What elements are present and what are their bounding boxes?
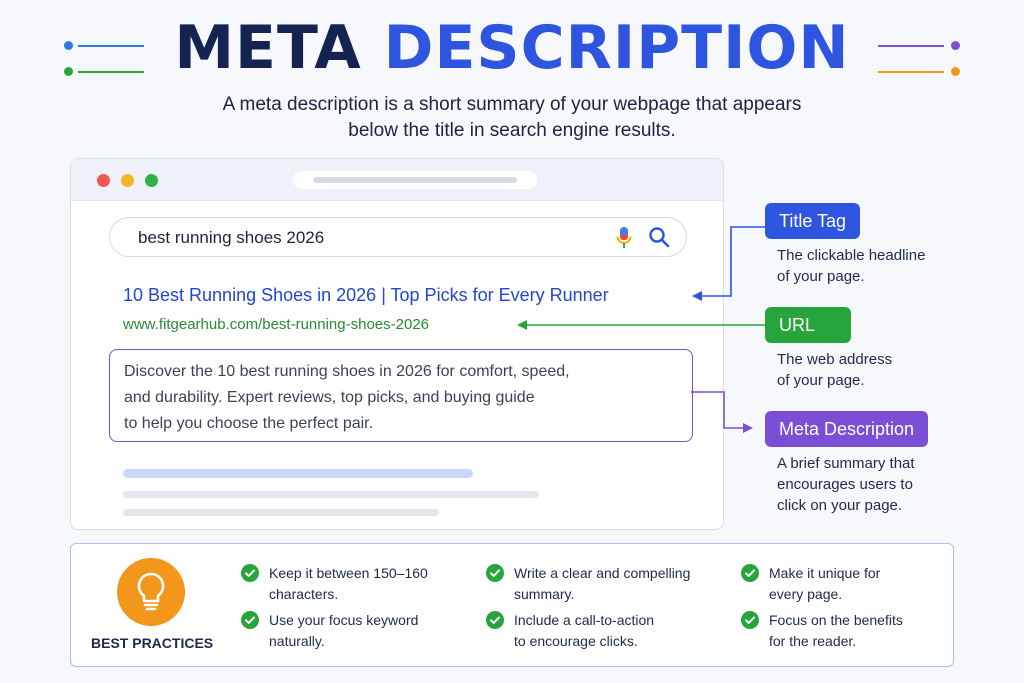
deco-dot-green-left xyxy=(64,67,73,76)
description-line-3: to help you choose the perfect pair. xyxy=(124,415,374,432)
practice-6-line-1: Focus on the benefits xyxy=(769,612,903,628)
title-tag-connector xyxy=(700,226,765,297)
meta-description-connector xyxy=(691,391,745,429)
url-badge: URL xyxy=(765,307,851,343)
check-circle-icon xyxy=(486,564,504,582)
browser-titlebar xyxy=(71,159,723,201)
check-circle-icon xyxy=(741,564,759,582)
meta-desc-line-3: click on your page. xyxy=(777,497,903,514)
placeholder-line-grey-2 xyxy=(123,509,439,516)
search-input[interactable]: best running shoes 2026 xyxy=(109,217,687,257)
page-subtitle: A meta description is a short summary of… xyxy=(150,92,874,144)
practice-2-line-2: summary. xyxy=(514,586,575,602)
title-word-description: DESCRIPTION xyxy=(383,13,850,83)
best-practices-label: BEST PRACTICES xyxy=(91,635,214,651)
title-tag-badge: Title Tag xyxy=(765,203,861,239)
window-minimize-dot[interactable] xyxy=(121,174,134,187)
best-practices-badge xyxy=(117,558,185,626)
check-circle-icon xyxy=(241,611,259,629)
best-practices-panel: BEST PRACTICES Keep it between 150–160 c… xyxy=(70,543,954,667)
window-maximize-dot[interactable] xyxy=(145,174,158,187)
search-query-text: best running shoes 2026 xyxy=(138,228,325,247)
deco-line-blue-left xyxy=(78,45,144,47)
practice-1-line-1: Keep it between 150–160 xyxy=(269,565,428,581)
check-circle-icon xyxy=(486,611,504,629)
url-description: The web address of your page. xyxy=(777,349,892,391)
deco-line-purple-right xyxy=(878,45,944,47)
deco-dot-orange-right xyxy=(951,67,960,76)
search-result-description: Discover the 10 best running shoes in 20… xyxy=(109,349,693,442)
search-result-url[interactable]: www.fitgearhub.com/best-running-shoes-20… xyxy=(123,316,429,333)
practice-2-line-1: Write a clear and compelling xyxy=(514,565,691,581)
microphone-icon[interactable] xyxy=(616,226,632,250)
meta-description-badge: Meta Description xyxy=(765,411,929,447)
meta-description-description: A brief summary that encourages users to… xyxy=(777,453,915,516)
title-tag-arrowhead xyxy=(692,291,702,301)
deco-line-orange-right xyxy=(878,71,944,73)
subtitle-line-2: below the title in search engine results… xyxy=(348,120,676,141)
placeholder-line-grey-1 xyxy=(123,491,539,498)
check-circle-icon xyxy=(241,564,259,582)
practice-4-line-1: Use your focus keyword xyxy=(269,612,419,628)
search-icon[interactable] xyxy=(648,226,670,248)
placeholder-line-blue xyxy=(123,469,473,478)
description-line-1: Discover the 10 best running shoes in 20… xyxy=(124,363,570,380)
practice-6-line-2: for the reader. xyxy=(769,633,857,649)
practice-5-line-1: Include a call-to-action xyxy=(514,612,655,628)
check-circle-icon xyxy=(741,611,759,629)
practice-3-line-2: every page. xyxy=(769,586,843,602)
browser-window: best running shoes 2026 10 Best Running … xyxy=(70,158,724,530)
deco-dot-blue-left xyxy=(64,41,73,50)
meta-desc-line-2: encourages users to xyxy=(777,476,913,493)
title-tag-description: The clickable headline of your page. xyxy=(777,245,925,287)
description-line-2: and durability. Expert reviews, top pick… xyxy=(124,389,535,406)
window-close-dot[interactable] xyxy=(97,174,110,187)
practice-1-line-2: characters. xyxy=(269,586,339,602)
address-bar[interactable] xyxy=(293,171,537,189)
practice-3-line-1: Make it unique for xyxy=(769,565,881,581)
url-arrowhead xyxy=(517,320,527,330)
meta-desc-line-1: A brief summary that xyxy=(777,455,915,472)
subtitle-line-1: A meta description is a short summary of… xyxy=(222,94,802,115)
title-tag-desc-line-1: The clickable headline xyxy=(777,247,926,264)
lightbulb-icon xyxy=(137,572,165,611)
deco-line-green-left xyxy=(78,71,144,73)
search-result-title[interactable]: 10 Best Running Shoes in 2026 | Top Pick… xyxy=(123,285,609,305)
meta-description-arrowhead xyxy=(743,423,753,433)
page-title: META DESCRIPTION xyxy=(0,12,1024,84)
title-word-meta: META xyxy=(174,13,362,83)
deco-dot-purple-right xyxy=(951,41,960,50)
url-desc-line-1: The web address xyxy=(777,351,893,368)
title-tag-desc-line-2: of your page. xyxy=(777,268,865,285)
url-desc-line-2: of your page. xyxy=(777,372,865,389)
practice-4-line-2: naturally. xyxy=(269,633,325,649)
practice-5-line-2: to encourage clicks. xyxy=(514,633,638,649)
